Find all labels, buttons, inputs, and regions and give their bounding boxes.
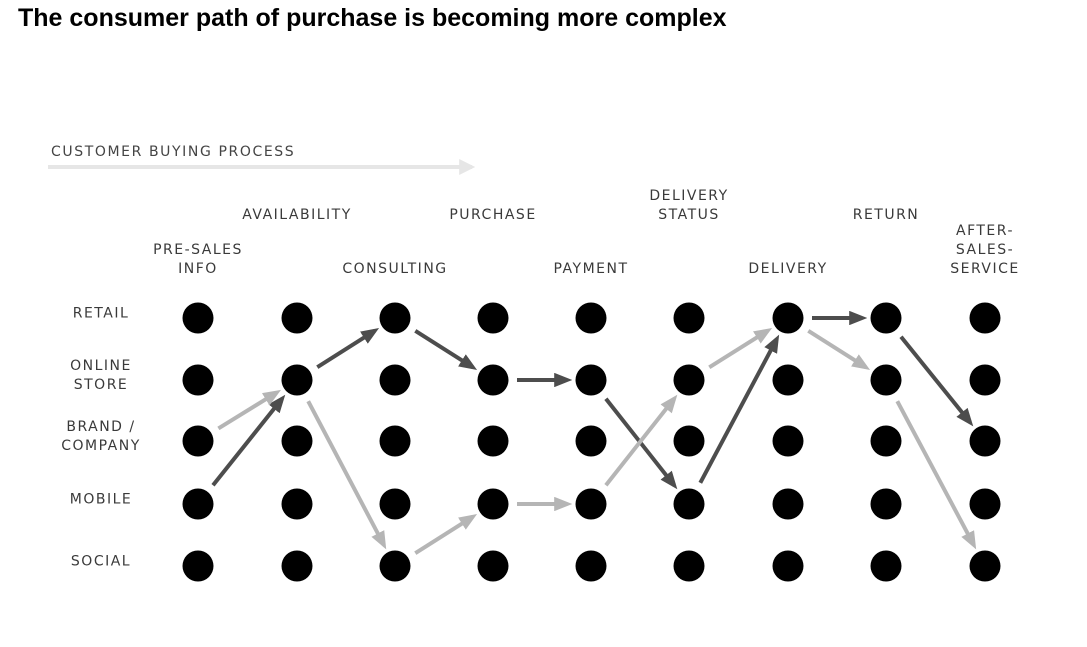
node-dot	[477, 302, 509, 334]
node-dot	[281, 425, 313, 457]
light-path-arrow	[895, 400, 977, 550]
light-path-arrow	[604, 394, 678, 487]
stage-label: DELIVERY STATUS	[649, 188, 729, 223]
node-dot	[772, 550, 804, 582]
node-dot	[969, 550, 1001, 582]
stage-label: PRE-SALES INFO	[153, 242, 243, 277]
node-dot	[281, 488, 313, 520]
dark-path-arrow	[414, 329, 478, 370]
channel-label: SOCIAL	[70, 553, 132, 570]
channel-label: MOBILE	[69, 491, 133, 508]
node-dot	[575, 550, 607, 582]
page-title: The consumer path of purchase is becomin…	[18, 4, 727, 32]
stage-label: AVAILABILITY	[242, 207, 352, 223]
node-dot	[182, 302, 214, 334]
light-path-arrow	[306, 400, 387, 550]
stage-label: CONSULTING	[342, 261, 448, 277]
light-path-arrow	[807, 329, 871, 370]
node-dot	[870, 302, 902, 334]
dark-path-arrow	[316, 328, 380, 369]
node-dot	[772, 302, 804, 334]
node-dot	[870, 364, 902, 396]
node-dot	[477, 425, 509, 457]
node-dot	[772, 488, 804, 520]
dark-path-arrow	[698, 334, 780, 484]
node-dot	[673, 425, 705, 457]
node-dot	[477, 488, 509, 520]
stage-label: AFTER- SALES-SERVICE	[950, 223, 1020, 277]
node-dot	[772, 364, 804, 396]
node-dot	[379, 364, 411, 396]
stage-label: RETURN	[852, 207, 920, 223]
node-dot	[182, 550, 214, 582]
node-dot	[182, 488, 214, 520]
node-dot	[575, 488, 607, 520]
channel-label: RETAIL	[72, 305, 130, 322]
node-dot	[870, 488, 902, 520]
process-label: CUSTOMER BUYING PROCESS	[51, 144, 296, 160]
node-dot	[870, 550, 902, 582]
node-dot	[281, 550, 313, 582]
node-dot	[575, 302, 607, 334]
node-dot	[575, 425, 607, 457]
node-dot	[182, 425, 214, 457]
node-dot	[182, 364, 214, 396]
node-dot	[870, 425, 902, 457]
node-dot	[477, 364, 509, 396]
node-dot	[673, 302, 705, 334]
light-path-arrow	[217, 389, 282, 431]
node-dot	[281, 302, 313, 334]
node-dot	[673, 550, 705, 582]
node-dot	[969, 364, 1001, 396]
dark-path-arrow	[211, 394, 286, 487]
channel-label: BRAND / COMPANY	[61, 419, 141, 454]
node-dot	[772, 425, 804, 457]
stage-label: DELIVERY	[748, 261, 828, 277]
node-dot	[673, 364, 705, 396]
dark-path-arrow	[899, 335, 974, 427]
node-dot	[673, 488, 705, 520]
node-dot	[969, 302, 1001, 334]
node-dot	[969, 488, 1001, 520]
node-dot	[379, 488, 411, 520]
node-dot	[969, 425, 1001, 457]
node-dot	[477, 550, 509, 582]
node-dot	[281, 364, 313, 396]
channel-label: ONLINE STORE	[70, 358, 132, 393]
node-dot	[379, 550, 411, 582]
light-path-arrow	[414, 514, 478, 555]
node-dot	[575, 364, 607, 396]
node-dot	[379, 425, 411, 457]
light-path-arrow	[708, 327, 773, 369]
node-dot	[379, 302, 411, 334]
stage-label: PURCHASE	[449, 207, 537, 223]
stage-label: PAYMENT	[553, 261, 629, 277]
